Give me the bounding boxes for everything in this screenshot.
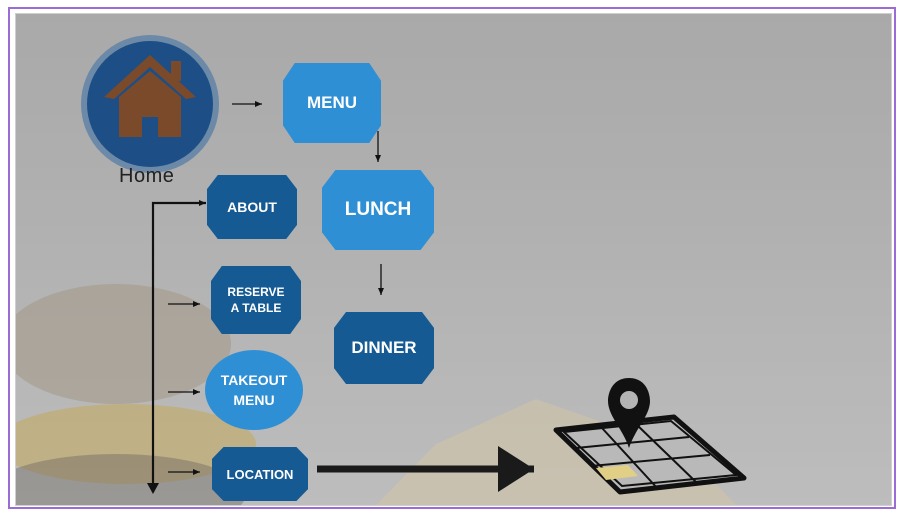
diagram-canvas: Home MENU LUNCH DINNER ABOUT RESERVE A T… (15, 13, 892, 506)
dinner-node[interactable]: DINNER (334, 312, 434, 384)
reserve-label-line1: RESERVE (227, 285, 285, 299)
branch-down-arrowhead (147, 483, 159, 494)
menu-label: MENU (306, 93, 358, 112)
house-icon (104, 55, 196, 137)
map-icon (553, 378, 747, 495)
about-node[interactable]: ABOUT (207, 175, 297, 239)
home-button[interactable] (81, 35, 219, 173)
dinner-label: DINNER (351, 338, 417, 357)
connector-arrows (147, 101, 534, 494)
reserve-label-line2: A TABLE (230, 301, 282, 315)
location-node[interactable]: LOCATION (212, 447, 308, 501)
vertical-branch-line (151, 200, 206, 492)
lunch-node[interactable]: LUNCH (322, 170, 434, 250)
menu-node[interactable]: MENU (283, 63, 381, 143)
takeout-menu-node[interactable]: TAKEOUT MENU (205, 350, 303, 430)
reserve-table-node[interactable]: RESERVE A TABLE (211, 266, 301, 334)
takeout-label-line2: MENU (233, 392, 275, 408)
home-label: Home (119, 165, 175, 187)
location-label: LOCATION (226, 466, 294, 482)
map-pin-icon (608, 378, 650, 448)
about-label: ABOUT (227, 199, 277, 215)
slide-frame: Home MENU LUNCH DINNER ABOUT RESERVE A T… (8, 7, 896, 509)
lunch-label: LUNCH (344, 199, 412, 220)
takeout-label-line1: TAKEOUT (220, 372, 288, 388)
